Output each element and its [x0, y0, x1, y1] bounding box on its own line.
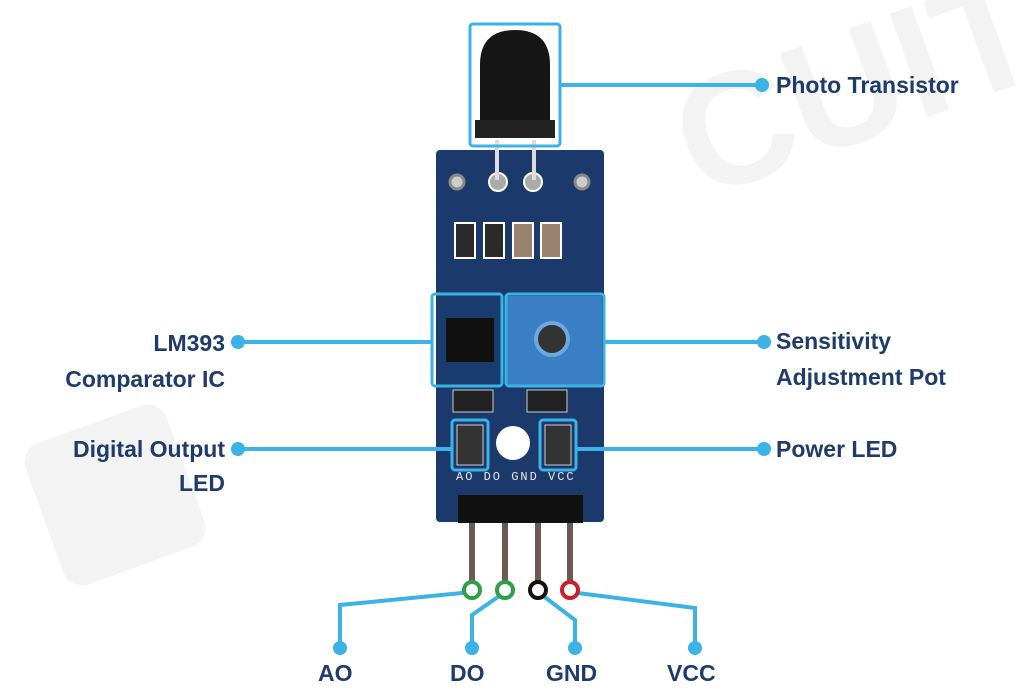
label-lm393-line2: Comparator IC	[65, 366, 225, 392]
pin-ring-do	[495, 580, 515, 600]
pin-rings	[462, 580, 580, 600]
pin-label-do: DO	[450, 660, 485, 686]
pin-ring-ao	[462, 580, 482, 600]
photo-transistor	[475, 30, 555, 180]
label-digital-led-line1: Digital Output	[72, 436, 225, 462]
label-sensitivity-pot: Sensitivity Adjustment Pot	[776, 326, 946, 392]
pin-label-ao: AO	[318, 660, 353, 686]
label-lm393: LM393 Comparator IC	[20, 328, 225, 394]
label-power-led: Power LED	[776, 436, 898, 462]
label-sensitivity-line2: Adjustment Pot	[776, 364, 946, 390]
label-digital-led-line2: LED	[179, 470, 225, 496]
label-sensitivity-line1: Sensitivity	[776, 328, 892, 354]
pin-ring-gnd	[528, 580, 548, 600]
pcb-board	[436, 150, 604, 523]
label-photo-transistor: Photo Transistor	[776, 72, 959, 98]
pin-label-gnd: GND	[546, 660, 598, 686]
pin-ring-vcc	[560, 580, 580, 600]
label-lm393-line1: LM393	[153, 330, 225, 356]
leader-dots	[231, 78, 771, 655]
svg-text:CUIT: CUIT	[650, 0, 1017, 232]
silk-pin-labels: AO DO GND VCC	[456, 470, 576, 484]
leader-lines	[240, 83, 762, 648]
pin-label-vcc: VCC	[667, 660, 716, 686]
label-digital-output-led: Digital Output LED	[10, 434, 225, 498]
